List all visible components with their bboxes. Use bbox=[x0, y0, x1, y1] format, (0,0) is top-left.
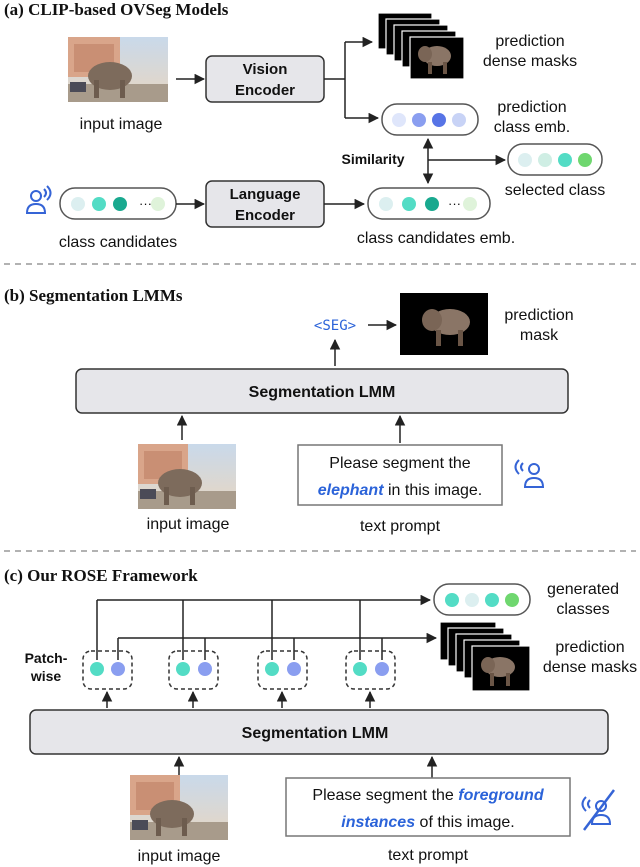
emb-dot bbox=[392, 113, 406, 127]
panel-c-lmm-box bbox=[29, 709, 609, 755]
emb-dot bbox=[518, 153, 532, 167]
similarity-label: Similarity bbox=[341, 151, 404, 167]
user-voice-muted-icon bbox=[581, 789, 615, 831]
prompt-emph-elephant: elephant bbox=[318, 482, 384, 499]
patch-group bbox=[345, 650, 396, 690]
panel-b-prompt-line2: elephant in this image. bbox=[318, 482, 483, 499]
patch-group bbox=[168, 650, 219, 690]
pred-class-emb-pill bbox=[381, 103, 479, 136]
panel-b-pred-mask-label-2: mask bbox=[520, 327, 559, 344]
panel-c-text-prompt-label: text prompt bbox=[388, 847, 469, 864]
panel-c-lmm-label: Segmentation LMM bbox=[242, 725, 389, 742]
emb-dot bbox=[578, 153, 592, 167]
emb-dot bbox=[485, 593, 499, 607]
emb-dot bbox=[71, 197, 85, 211]
emb-dot bbox=[412, 113, 426, 127]
panel-b-input-image bbox=[138, 444, 236, 509]
prompt-emph-foreground: foreground bbox=[458, 787, 545, 804]
selected-class-pill bbox=[507, 143, 603, 176]
panel-b-pred-mask-label-1: prediction bbox=[504, 307, 573, 324]
seg-token: <SEG> bbox=[314, 318, 356, 334]
ellipsis: ··· bbox=[139, 196, 152, 211]
emb-dot bbox=[151, 197, 165, 211]
panel-c-pred-masks-label-1: prediction bbox=[555, 639, 624, 656]
panel-c-pred-masks-label-2: dense masks bbox=[543, 659, 637, 676]
patch-wise-label-2: wise bbox=[30, 668, 62, 684]
language-encoder-label-1: Language bbox=[230, 186, 301, 203]
panel-a-title: (a) CLIP-based OVSeg Models bbox=[4, 0, 229, 19]
emb-dot bbox=[505, 593, 519, 607]
panel-c-input-label: input image bbox=[138, 848, 221, 865]
emb-dot bbox=[432, 113, 446, 127]
generated-classes-pill bbox=[433, 583, 531, 616]
panel-a-pred-masks-label-1: prediction bbox=[495, 33, 564, 50]
vision-encoder-label-1: Vision bbox=[243, 61, 288, 78]
ellipsis: ··· bbox=[448, 196, 461, 211]
emb-dot bbox=[558, 153, 572, 167]
panel-a-input-image bbox=[68, 37, 168, 102]
selected-class-label: selected class bbox=[505, 182, 606, 199]
panel-c-title: (c) Our ROSE Framework bbox=[4, 566, 198, 585]
panel-c-dense-masks-stack bbox=[439, 621, 531, 692]
panel-c: (c) Our ROSE Framework generated classes bbox=[4, 566, 637, 865]
prompt-emph-instances: instances bbox=[341, 814, 415, 831]
emb-dot bbox=[379, 197, 393, 211]
emb-dot bbox=[452, 113, 466, 127]
patch-group bbox=[82, 650, 133, 690]
panel-b: (b) Segmentation LMMs <SEG> prediction m… bbox=[4, 286, 574, 535]
patch-wise-label-1: Patch- bbox=[25, 650, 68, 666]
panel-a: (a) CLIP-based OVSeg Models input image … bbox=[4, 0, 605, 251]
panel-a-input-label: input image bbox=[80, 116, 163, 133]
panel-b-lmm-label: Segmentation LMM bbox=[249, 384, 396, 401]
emb-dot bbox=[465, 593, 479, 607]
class-candidates-emb-label: class candidates emb. bbox=[357, 230, 515, 247]
panel-c-input-image bbox=[130, 775, 228, 840]
emb-dot bbox=[463, 197, 477, 211]
panel-a-pred-class-emb-label-1: prediction bbox=[497, 99, 566, 116]
emb-dot bbox=[445, 593, 459, 607]
panel-b-input-label: input image bbox=[147, 516, 230, 533]
emb-dot bbox=[425, 197, 439, 211]
panel-b-prompt-box bbox=[297, 444, 503, 506]
class-candidates-label: class candidates bbox=[59, 234, 177, 251]
panel-a-pred-masks-label-2: dense masks bbox=[483, 53, 577, 70]
panel-b-text-prompt-label: text prompt bbox=[360, 518, 441, 535]
panel-b-lmm-box bbox=[75, 368, 569, 414]
generated-classes-label-2: classes bbox=[556, 601, 609, 618]
prompt-line2-rest: of this image. bbox=[415, 814, 515, 831]
panel-b-prompt-line1: Please segment the bbox=[329, 455, 471, 472]
panel-a-dense-masks-stack bbox=[377, 12, 465, 80]
emb-dot bbox=[538, 153, 552, 167]
prompt-line1-start: Please segment the bbox=[312, 787, 458, 804]
emb-dot bbox=[92, 197, 106, 211]
emb-dot bbox=[402, 197, 416, 211]
panel-b-pred-mask bbox=[400, 293, 488, 355]
panel-c-prompt-line2: instances of this image. bbox=[341, 814, 514, 831]
language-encoder-label-2: Encoder bbox=[235, 207, 295, 224]
vision-encoder-label-2: Encoder bbox=[235, 82, 295, 99]
emb-dot bbox=[113, 197, 127, 211]
user-voice-icon bbox=[25, 185, 52, 214]
prompt-line2-rest: in this image. bbox=[384, 482, 483, 499]
panel-a-pred-class-emb-label-2: class emb. bbox=[494, 119, 570, 136]
generated-classes-label-1: generated bbox=[547, 581, 619, 598]
patch-group bbox=[257, 650, 308, 690]
panel-b-title: (b) Segmentation LMMs bbox=[4, 286, 183, 305]
panel-c-prompt-box bbox=[285, 777, 571, 837]
user-voice-icon bbox=[514, 459, 545, 488]
panel-c-prompt-line1: Please segment the foreground bbox=[312, 787, 544, 804]
